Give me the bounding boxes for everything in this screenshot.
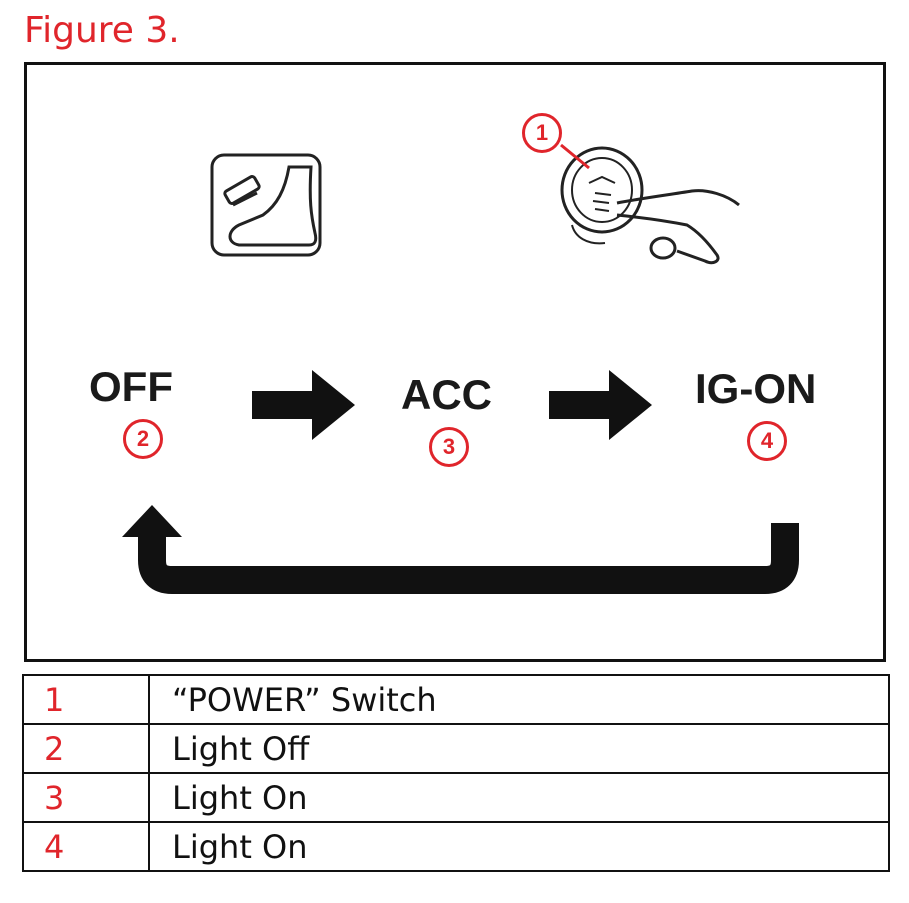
state-label-ig-on: IG-ON (695, 365, 817, 412)
arrow-right-icon (252, 370, 355, 440)
diagram-frame: 1 OFF 2 ACC 3 IG-ON 4 (24, 62, 886, 662)
legend-number: 3 (22, 772, 150, 823)
state-number-off: 2 (123, 419, 163, 459)
legend-row: 3 Light On (22, 772, 890, 823)
state-label-acc: ACC (401, 371, 492, 418)
state-number-acc: 3 (429, 427, 469, 467)
legend-number: 4 (22, 821, 150, 872)
arrow-right-icon (549, 370, 652, 440)
legend-description: Light On (148, 772, 890, 823)
return-arrow-icon (122, 505, 799, 594)
legend-description: Light Off (148, 723, 890, 774)
state-label-off: OFF (89, 363, 173, 410)
legend-row: 1 “POWER” Switch (22, 674, 890, 725)
brake-pedal-icon (210, 153, 322, 257)
diagram-canvas (122, 143, 799, 594)
legend-table: 1 “POWER” Switch 2 Light Off 3 Light On … (22, 674, 890, 872)
state-number-ig-on: 4 (747, 421, 787, 461)
legend-row: 4 Light On (22, 821, 890, 872)
legend-number: 2 (22, 723, 150, 774)
power-button-press-icon (560, 143, 740, 265)
callout-number-power-switch: 1 (522, 113, 562, 153)
legend-description: “POWER” Switch (148, 674, 890, 725)
legend-description: Light On (148, 821, 890, 872)
legend-row: 2 Light Off (22, 723, 890, 774)
figure-title: Figure 3. (24, 10, 180, 51)
legend-number: 1 (22, 674, 150, 725)
